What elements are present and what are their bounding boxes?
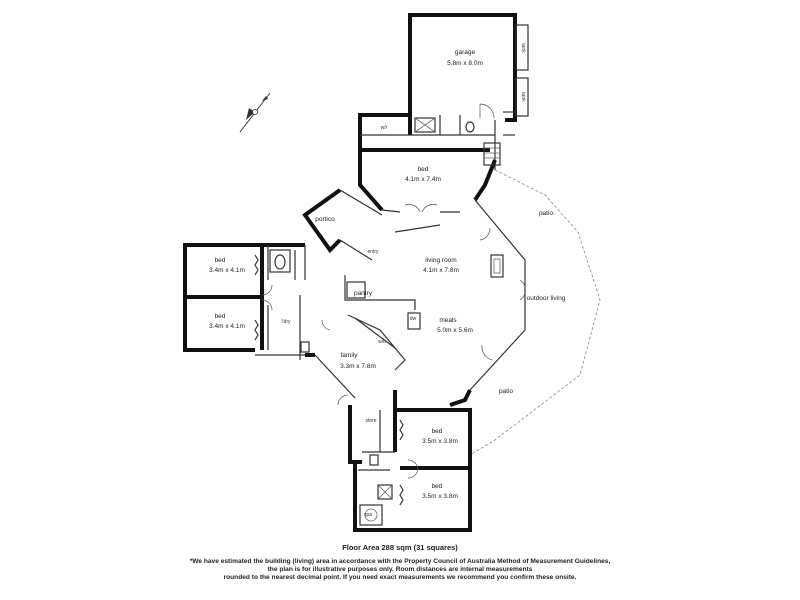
- bed-west-2-label: bed: [215, 313, 226, 320]
- kitchen-family-walls: [255, 275, 421, 406]
- bed-south-2-label: bed: [432, 483, 443, 490]
- living-walls: [302, 188, 526, 407]
- bed-south-1-dims: 3.5m x 3.8m: [422, 438, 458, 445]
- meals-label: meals: [439, 317, 457, 324]
- patio-label: patio: [539, 210, 553, 217]
- disclaimer-line-3: rounded to the nearest decimal point. If…: [223, 574, 577, 581]
- south-bed-walls: [348, 390, 472, 532]
- living-room-dims: 4.1m x 7.8m: [423, 267, 459, 274]
- disclaimer-line-1: *We have estimated the building (living)…: [189, 558, 611, 565]
- pantry-label: pantry: [354, 290, 373, 297]
- outdoor-living-label: outdoor living: [527, 295, 566, 302]
- floor-area-text: Floor Area 288 sqm (31 squares): [342, 543, 458, 552]
- portico-label: portico: [315, 216, 335, 223]
- master-bed-label: bed: [418, 166, 429, 173]
- tank-label: tank: [520, 43, 526, 53]
- entry-label: entry: [367, 249, 379, 255]
- steps: [483, 111, 515, 166]
- north-arrow-icon: [239, 92, 271, 133]
- bed-west-1-dims: 3.4m x 4.1m: [209, 267, 245, 274]
- garage-label: garage: [455, 49, 476, 56]
- dishwasher-label: dw: [410, 316, 417, 322]
- bed-west-2-dims: 3.4m x 4.1m: [209, 323, 245, 330]
- west-bed-walls: [183, 243, 306, 352]
- bed-west-1-label: bed: [215, 257, 226, 264]
- bed-south-1-label: bed: [432, 428, 443, 435]
- wir-label: w/r: [381, 125, 388, 131]
- bed-south-2-dims: 3.5m x 3.8m: [422, 493, 458, 500]
- laundry-label: l'dry: [281, 319, 291, 325]
- patio-outline: [469, 169, 601, 456]
- spa-label: spa: [364, 512, 372, 518]
- master-bed-dims: 4.1m x 7.4m: [405, 176, 441, 183]
- patio-label: patio: [499, 388, 513, 395]
- family-dims: 3.3m x 7.8m: [340, 363, 376, 370]
- garage-dims: 5.8m x 8.0m: [447, 60, 483, 67]
- wall-oven-label: w/o: [378, 339, 386, 345]
- disclaimer-line-2: the plan is for illustrative purposes on…: [267, 566, 533, 573]
- store-label: store: [365, 418, 376, 424]
- tank-label: tank: [520, 92, 526, 102]
- meals-dims: 5.0m x 5.6m: [437, 327, 473, 334]
- living-room-label: living room: [425, 257, 456, 264]
- master-bed-walls: [358, 112, 497, 213]
- family-label: family: [341, 352, 359, 359]
- garage-walls: [408, 13, 529, 122]
